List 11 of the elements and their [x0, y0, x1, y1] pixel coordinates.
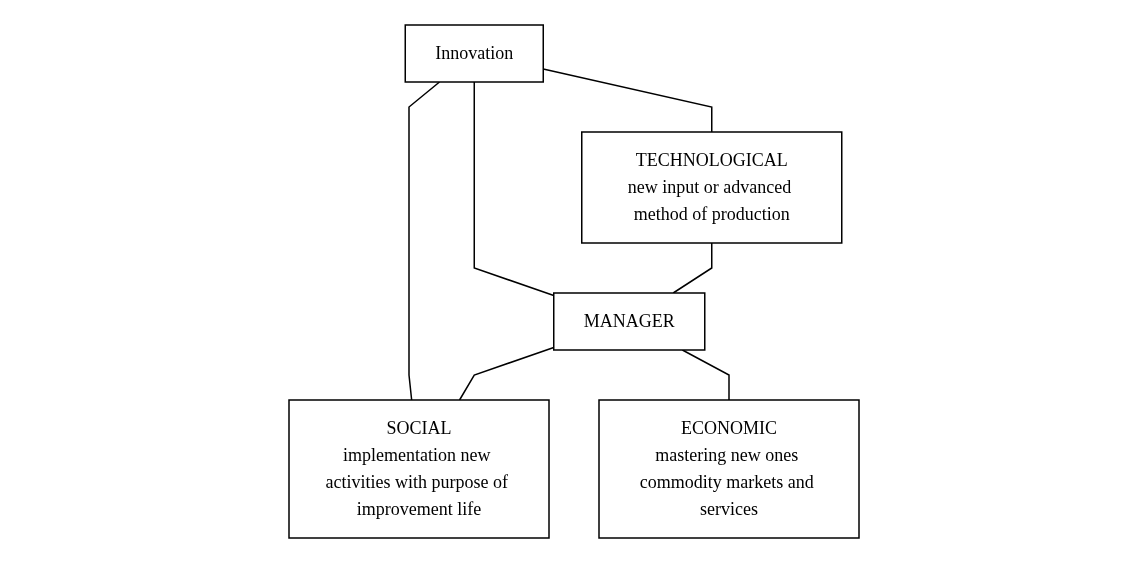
node-box: TECHNOLOGICAL new input or advanced method of production: [580, 130, 842, 244]
node-box: MANAGER: [552, 291, 705, 351]
node-box: ECONOMIC mastering new ones commodity markets and services: [597, 398, 860, 539]
connector: [473, 80, 554, 296]
connector: [458, 346, 554, 401]
node-box: SOCIAL implementation new activities with purpose of improvement life: [287, 398, 550, 539]
connector: [671, 241, 712, 294]
connector: [407, 80, 440, 401]
connector: [681, 348, 730, 401]
node-box: Innovation: [404, 23, 544, 83]
connector: [542, 67, 712, 133]
